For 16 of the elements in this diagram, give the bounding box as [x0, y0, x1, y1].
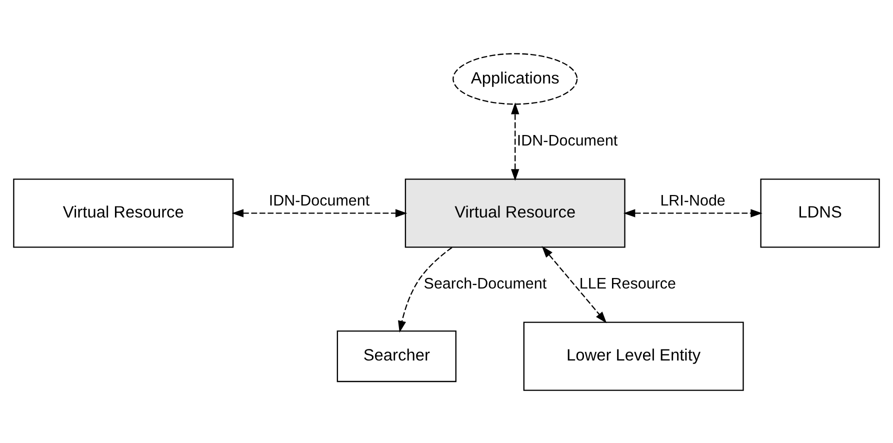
arrow [623, 208, 762, 217]
arrow [542, 246, 607, 323]
node-box: LDNS [760, 178, 880, 248]
arrow [232, 208, 408, 217]
edge-label: LLE Resource [579, 275, 676, 292]
edge-label: LRI-Node [660, 192, 726, 209]
node-box: Virtual Resource [13, 178, 234, 248]
arrow [398, 246, 452, 332]
node-box: Searcher [336, 330, 456, 382]
edge-label: IDN-Document [268, 192, 370, 209]
node-box: Lower Level Entity [523, 321, 744, 390]
arrow [511, 102, 520, 180]
node-ellipse: Applications [452, 52, 578, 104]
edge-label: Search-Document [424, 275, 547, 292]
edge-label: IDN-Document [516, 132, 618, 150]
node-box: Virtual Resource [404, 178, 626, 248]
